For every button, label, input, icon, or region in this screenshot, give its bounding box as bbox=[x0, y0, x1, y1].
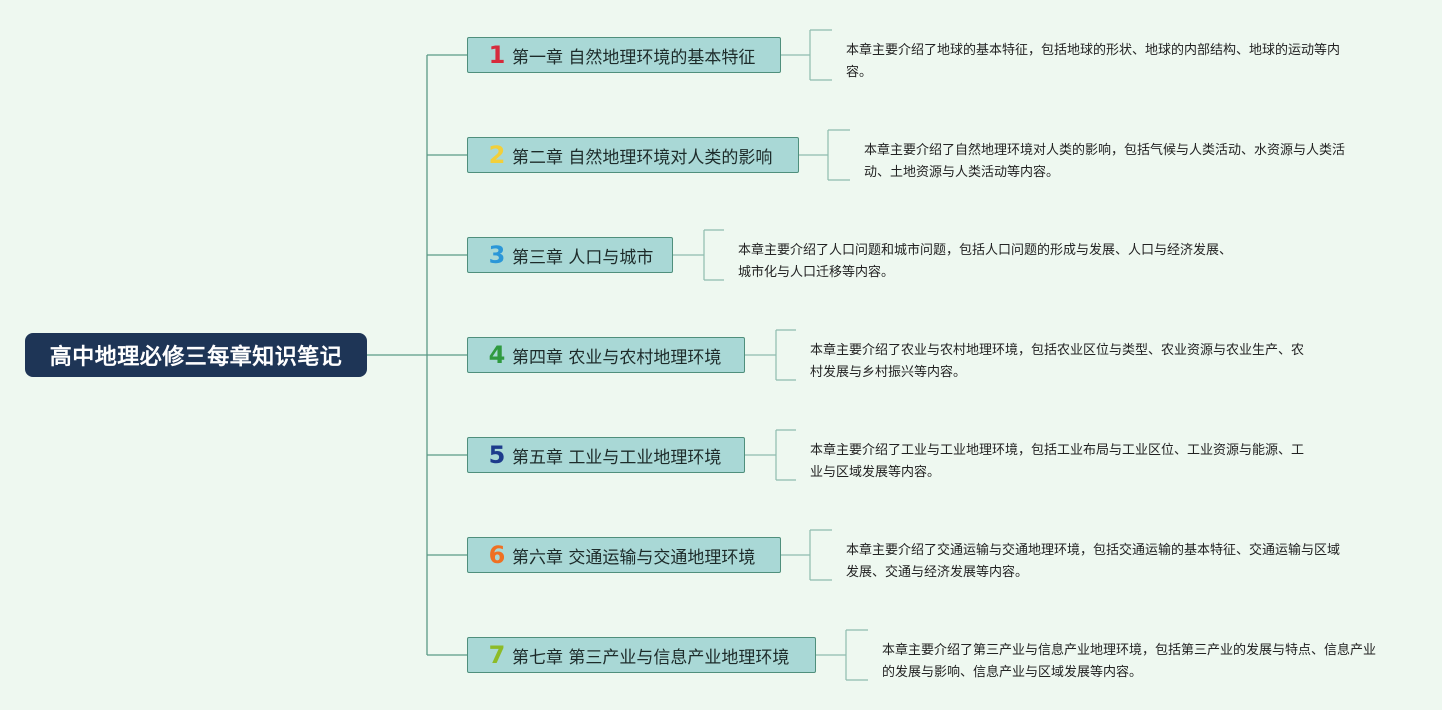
chapter-number-icon: 5 bbox=[488, 441, 506, 469]
chapter-description-5: 本章主要介绍了工业与工业地理环境，包括工业布局与工业区位、工业资源与能源、工业与… bbox=[810, 443, 1305, 480]
chapter-description-7: 本章主要介绍了第三产业与信息产业地理环境，包括第三产业的发展与特点、信息产业的发… bbox=[882, 643, 1377, 680]
chapter-node-2[interactable]: 2 第二章 自然地理环境对人类的影响 bbox=[467, 137, 799, 173]
chapter-node-7[interactable]: 7 第七章 第三产业与信息产业地理环境 bbox=[467, 637, 816, 673]
chapter-title: 第七章 第三产业与信息产业地理环境 bbox=[512, 647, 790, 668]
chapter-description-1: 本章主要介绍了地球的基本特征，包括地球的形状、地球的内部结构、地球的运动等内容。 bbox=[846, 43, 1341, 80]
chapter-node-3[interactable]: 3 第三章 人口与城市 bbox=[467, 237, 673, 273]
chapter-description-3: 本章主要介绍了人口问题和城市问题，包括人口问题的形成与发展、人口与经济发展、城市… bbox=[738, 243, 1233, 280]
chapter-title: 第六章 交通运输与交通地理环境 bbox=[512, 547, 756, 568]
chapter-number-icon: 7 bbox=[488, 641, 506, 669]
chapter-node-6[interactable]: 6 第六章 交通运输与交通地理环境 bbox=[467, 537, 781, 573]
chapter-title: 第二章 自然地理环境对人类的影响 bbox=[512, 147, 773, 168]
chapter-number-icon: 4 bbox=[488, 341, 506, 369]
chapter-description-6: 本章主要介绍了交通运输与交通地理环境，包括交通运输的基本特征、交通运输与区域发展… bbox=[846, 543, 1341, 580]
chapter-node-4[interactable]: 4 第四章 农业与农村地理环境 bbox=[467, 337, 745, 373]
chapter-node-5[interactable]: 5 第五章 工业与工业地理环境 bbox=[467, 437, 745, 473]
chapter-number-icon: 2 bbox=[488, 141, 506, 169]
chapter-title: 第四章 农业与农村地理环境 bbox=[512, 347, 722, 368]
chapter-number-icon: 6 bbox=[488, 541, 506, 569]
chapter-title: 第一章 自然地理环境的基本特征 bbox=[512, 47, 756, 68]
chapter-node-1[interactable]: 1 第一章 自然地理环境的基本特征 bbox=[467, 37, 781, 73]
chapter-number-icon: 1 bbox=[488, 41, 506, 69]
chapter-description-4: 本章主要介绍了农业与农村地理环境，包括农业区位与类型、农业资源与农业生产、农村发… bbox=[810, 343, 1305, 380]
root-node[interactable]: 高中地理必修三每章知识笔记 bbox=[25, 333, 367, 377]
root-title: 高中地理必修三每章知识笔记 bbox=[49, 345, 343, 370]
chapter-title: 第五章 工业与工业地理环境 bbox=[512, 447, 722, 468]
chapter-title: 第三章 人口与城市 bbox=[512, 247, 654, 268]
chapter-description-2: 本章主要介绍了自然地理环境对人类的影响，包括气候与人类活动、水资源与人类活动、土… bbox=[864, 143, 1346, 180]
chapter-number-icon: 3 bbox=[488, 241, 506, 269]
